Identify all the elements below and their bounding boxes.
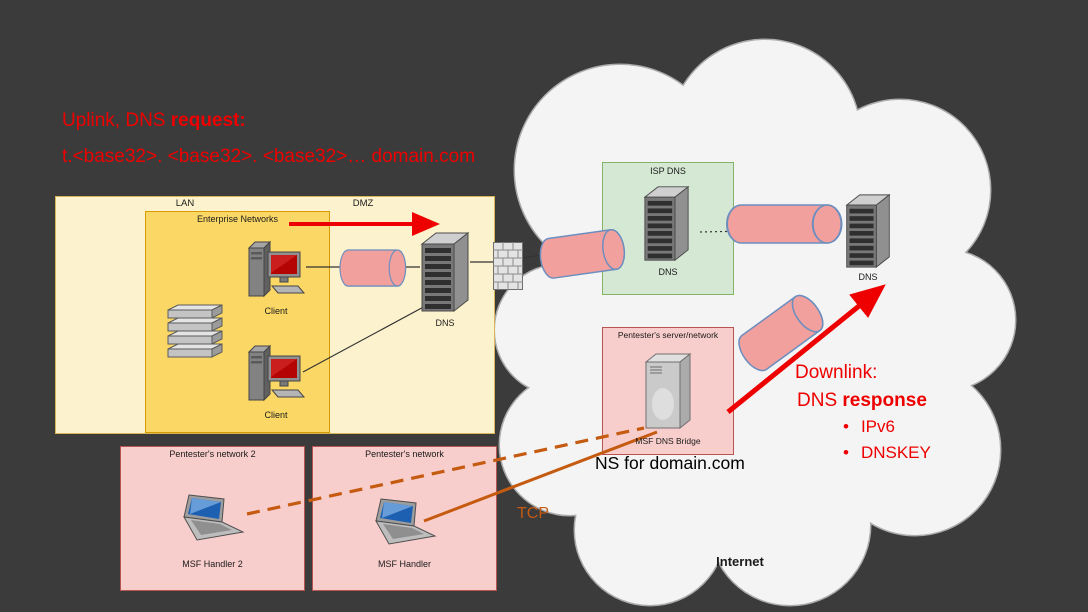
pentester-server-zone-label: Pentester's server/network — [617, 330, 719, 340]
dmz-zone-label: DMZ — [352, 198, 374, 209]
downlink-bullet-ipv6: •IPv6 — [843, 417, 895, 436]
tcp-label: TCP — [517, 505, 549, 522]
client1-label: Client — [264, 306, 288, 316]
pentester-network-zone-label: Pentester's network — [365, 449, 444, 459]
enterprise-server-stack-icon — [167, 304, 223, 358]
client2-label: Client — [264, 410, 288, 420]
client2-workstation-icon — [248, 345, 305, 401]
lan-zone-label: LAN — [175, 198, 195, 209]
dns-tunnels — [339, 203, 843, 377]
downlink-bullet-dnskey: •DNSKEY — [843, 443, 931, 462]
isp-dns-label: DNS — [658, 267, 678, 277]
downlink-annotation-title: Downlink: — [795, 362, 878, 383]
link-client2-dns — [302, 296, 443, 373]
public-dns-server-icon — [846, 194, 890, 268]
msf-handler-laptop-icon — [375, 498, 436, 545]
bullet-dot: • — [843, 417, 849, 436]
downlink-annotation-line2: DNS response — [797, 390, 927, 413]
msf-dns-bridge-server-icon — [645, 353, 691, 429]
tcp-link-handler2-bridge — [246, 426, 645, 516]
msf-handler2-laptop-icon — [183, 494, 244, 541]
uplink-text-bold: request: — [170, 110, 246, 131]
bullet-dot: • — [843, 443, 849, 462]
msf-dns-bridge-label: MSF DNS Bridge — [635, 436, 701, 446]
ns-for-domain-note: NS for domain.com — [595, 453, 745, 473]
dmz-dns-server-icon — [421, 232, 469, 312]
tunnel-client-dns — [339, 249, 407, 287]
dmz-dns-label: DNS — [435, 318, 455, 328]
internet-label: Internet — [716, 554, 764, 569]
tcp-link-handler-bridge — [423, 430, 658, 523]
downlink-arrow — [726, 284, 886, 414]
downlink-text-bold: response — [842, 390, 927, 411]
public-dns-label: DNS — [858, 272, 878, 282]
enterprise-zone-label: Enterprise Networks — [196, 214, 279, 224]
msf-handler2-label: MSF Handler 2 — [182, 559, 243, 569]
client1-workstation-icon — [248, 241, 305, 297]
firewall-icon — [493, 242, 523, 290]
uplink-annotation-line2: t.<base32>. <base32>. <base32>… domain.c… — [62, 146, 476, 167]
uplink-annotation-line1: Uplink, DNS request: — [62, 110, 246, 133]
isp-dns-server-icon — [644, 186, 689, 261]
tunnel-isp-public — [725, 203, 843, 245]
msf-handler-label: MSF Handler — [377, 559, 431, 569]
isp-dns-zone-label: ISP DNS — [650, 166, 686, 176]
downlink-text-normal: DNS — [797, 390, 843, 411]
pentester-network2-zone-label: Pentester's network 2 — [169, 449, 256, 459]
uplink-text-normal: Uplink, DNS — [62, 110, 171, 131]
